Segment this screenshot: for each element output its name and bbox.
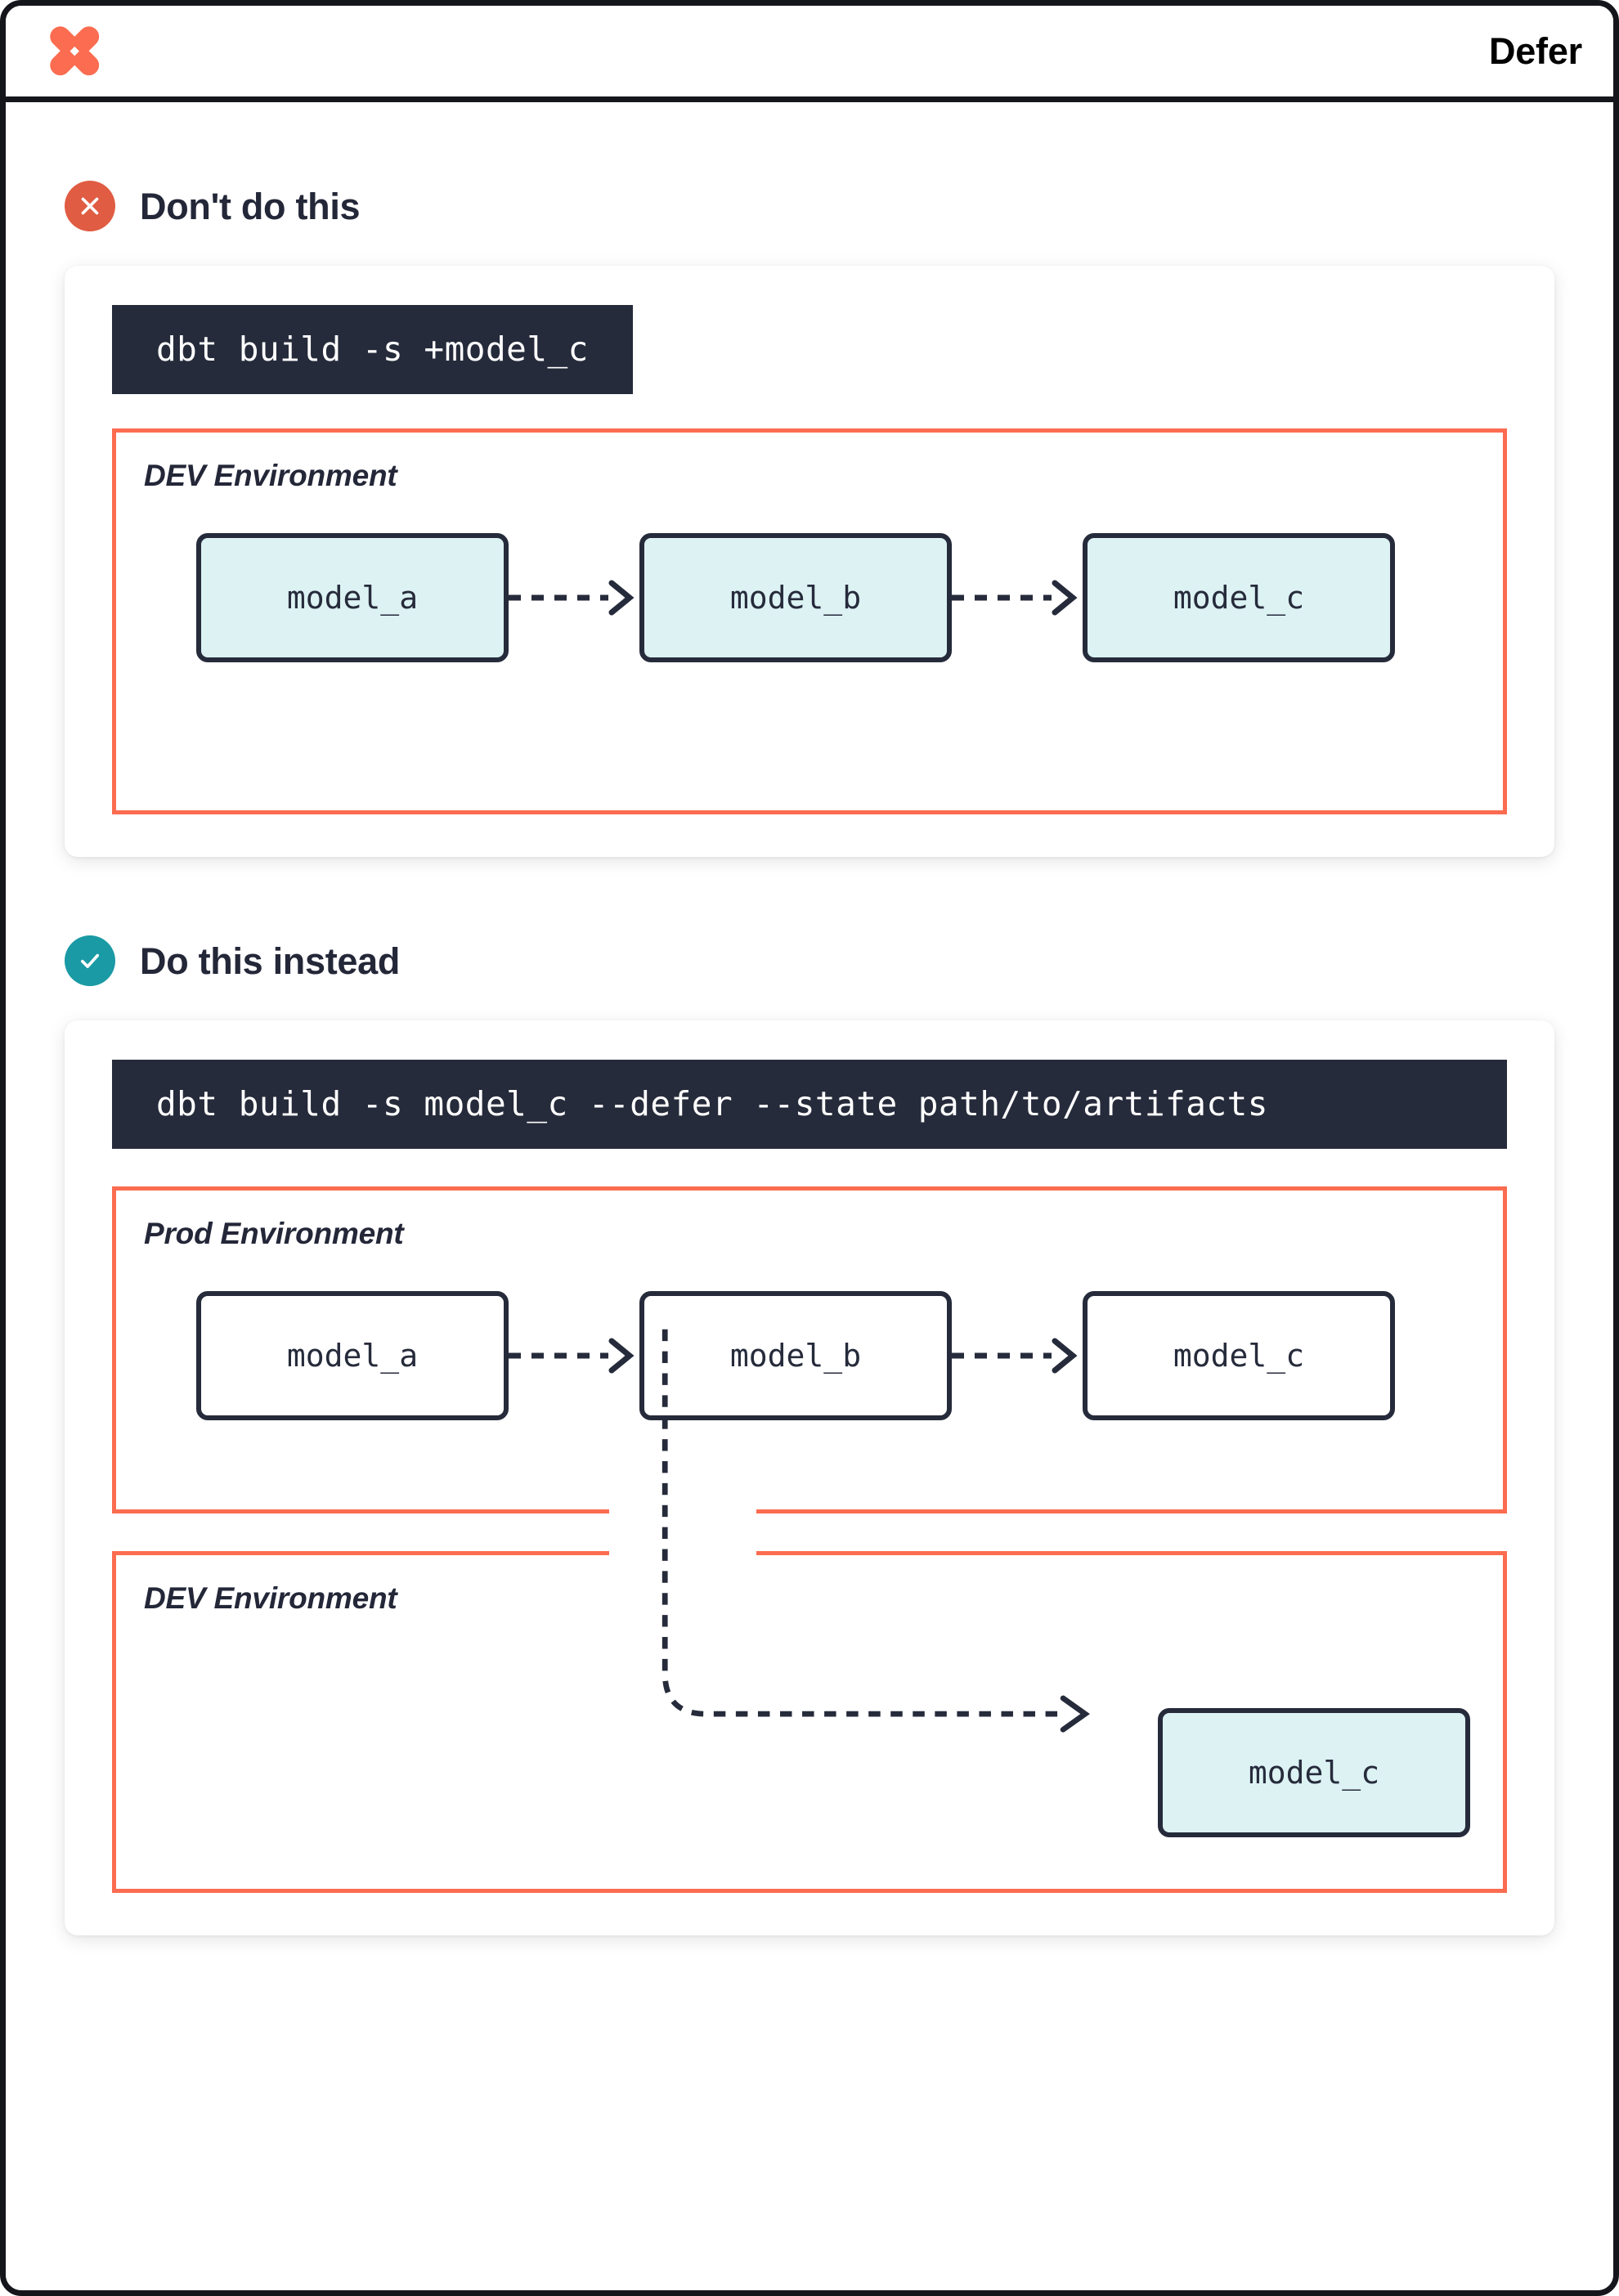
model-node[interactable]: model_a [196,1291,509,1420]
env-label-dev-2: DEV Environment [144,1581,397,1615]
page-title: Defer [1488,30,1582,72]
dag-row-prod: model_a model_b [196,1291,1503,1420]
dag-row-dev-2: model_c [144,1613,1503,1883]
model-node[interactable]: model_b [639,1291,952,1420]
model-node[interactable]: model_c [1158,1708,1470,1837]
dashed-arrow-icon [509,1334,639,1377]
section-title-do: Do this instead [140,939,401,982]
env-box-prod: Prod Environment model_a model_b [112,1186,1507,1513]
section-heading-dont: Don't do this [65,102,1554,231]
dashed-arrow-icon [952,1334,1083,1377]
card-do-this-instead: dbt build -s model_c --defer --state pat… [65,1020,1554,1935]
x-circle-icon [65,181,115,231]
code-block-do: dbt build -s model_c --defer --state pat… [112,1060,1507,1149]
section-title-dont: Don't do this [140,185,361,227]
dag-row-dev-1: model_a model_b mode [196,533,1503,662]
section-heading-do: Do this instead [65,857,1554,986]
code-block-dont: dbt build -s +model_c [112,305,633,394]
model-node[interactable]: model_a [196,533,509,662]
dashed-arrow-icon [952,576,1083,619]
border-gap [609,1546,756,1556]
dashed-arrow-icon [509,576,639,619]
model-node[interactable]: model_b [639,533,952,662]
border-gap [609,1509,756,1518]
environments-stack: Prod Environment model_a model_b [112,1186,1507,1893]
env-label-prod: Prod Environment [144,1217,404,1250]
check-circle-icon [65,935,115,986]
card-dont-do-this: dbt build -s +model_c DEV Environment mo… [65,266,1554,857]
header-bar: Defer [6,6,1613,102]
content-area: Don't do this dbt build -s +model_c DEV … [6,102,1613,2290]
env-label-dev-1: DEV Environment [144,459,397,492]
env-box-dev-2: DEV Environment model_c [112,1551,1507,1893]
model-node[interactable]: model_c [1083,1291,1395,1420]
model-node[interactable]: model_c [1083,533,1395,662]
dbt-logo-icon [43,20,107,83]
env-box-dev-1: DEV Environment model_a model_b [112,428,1507,814]
